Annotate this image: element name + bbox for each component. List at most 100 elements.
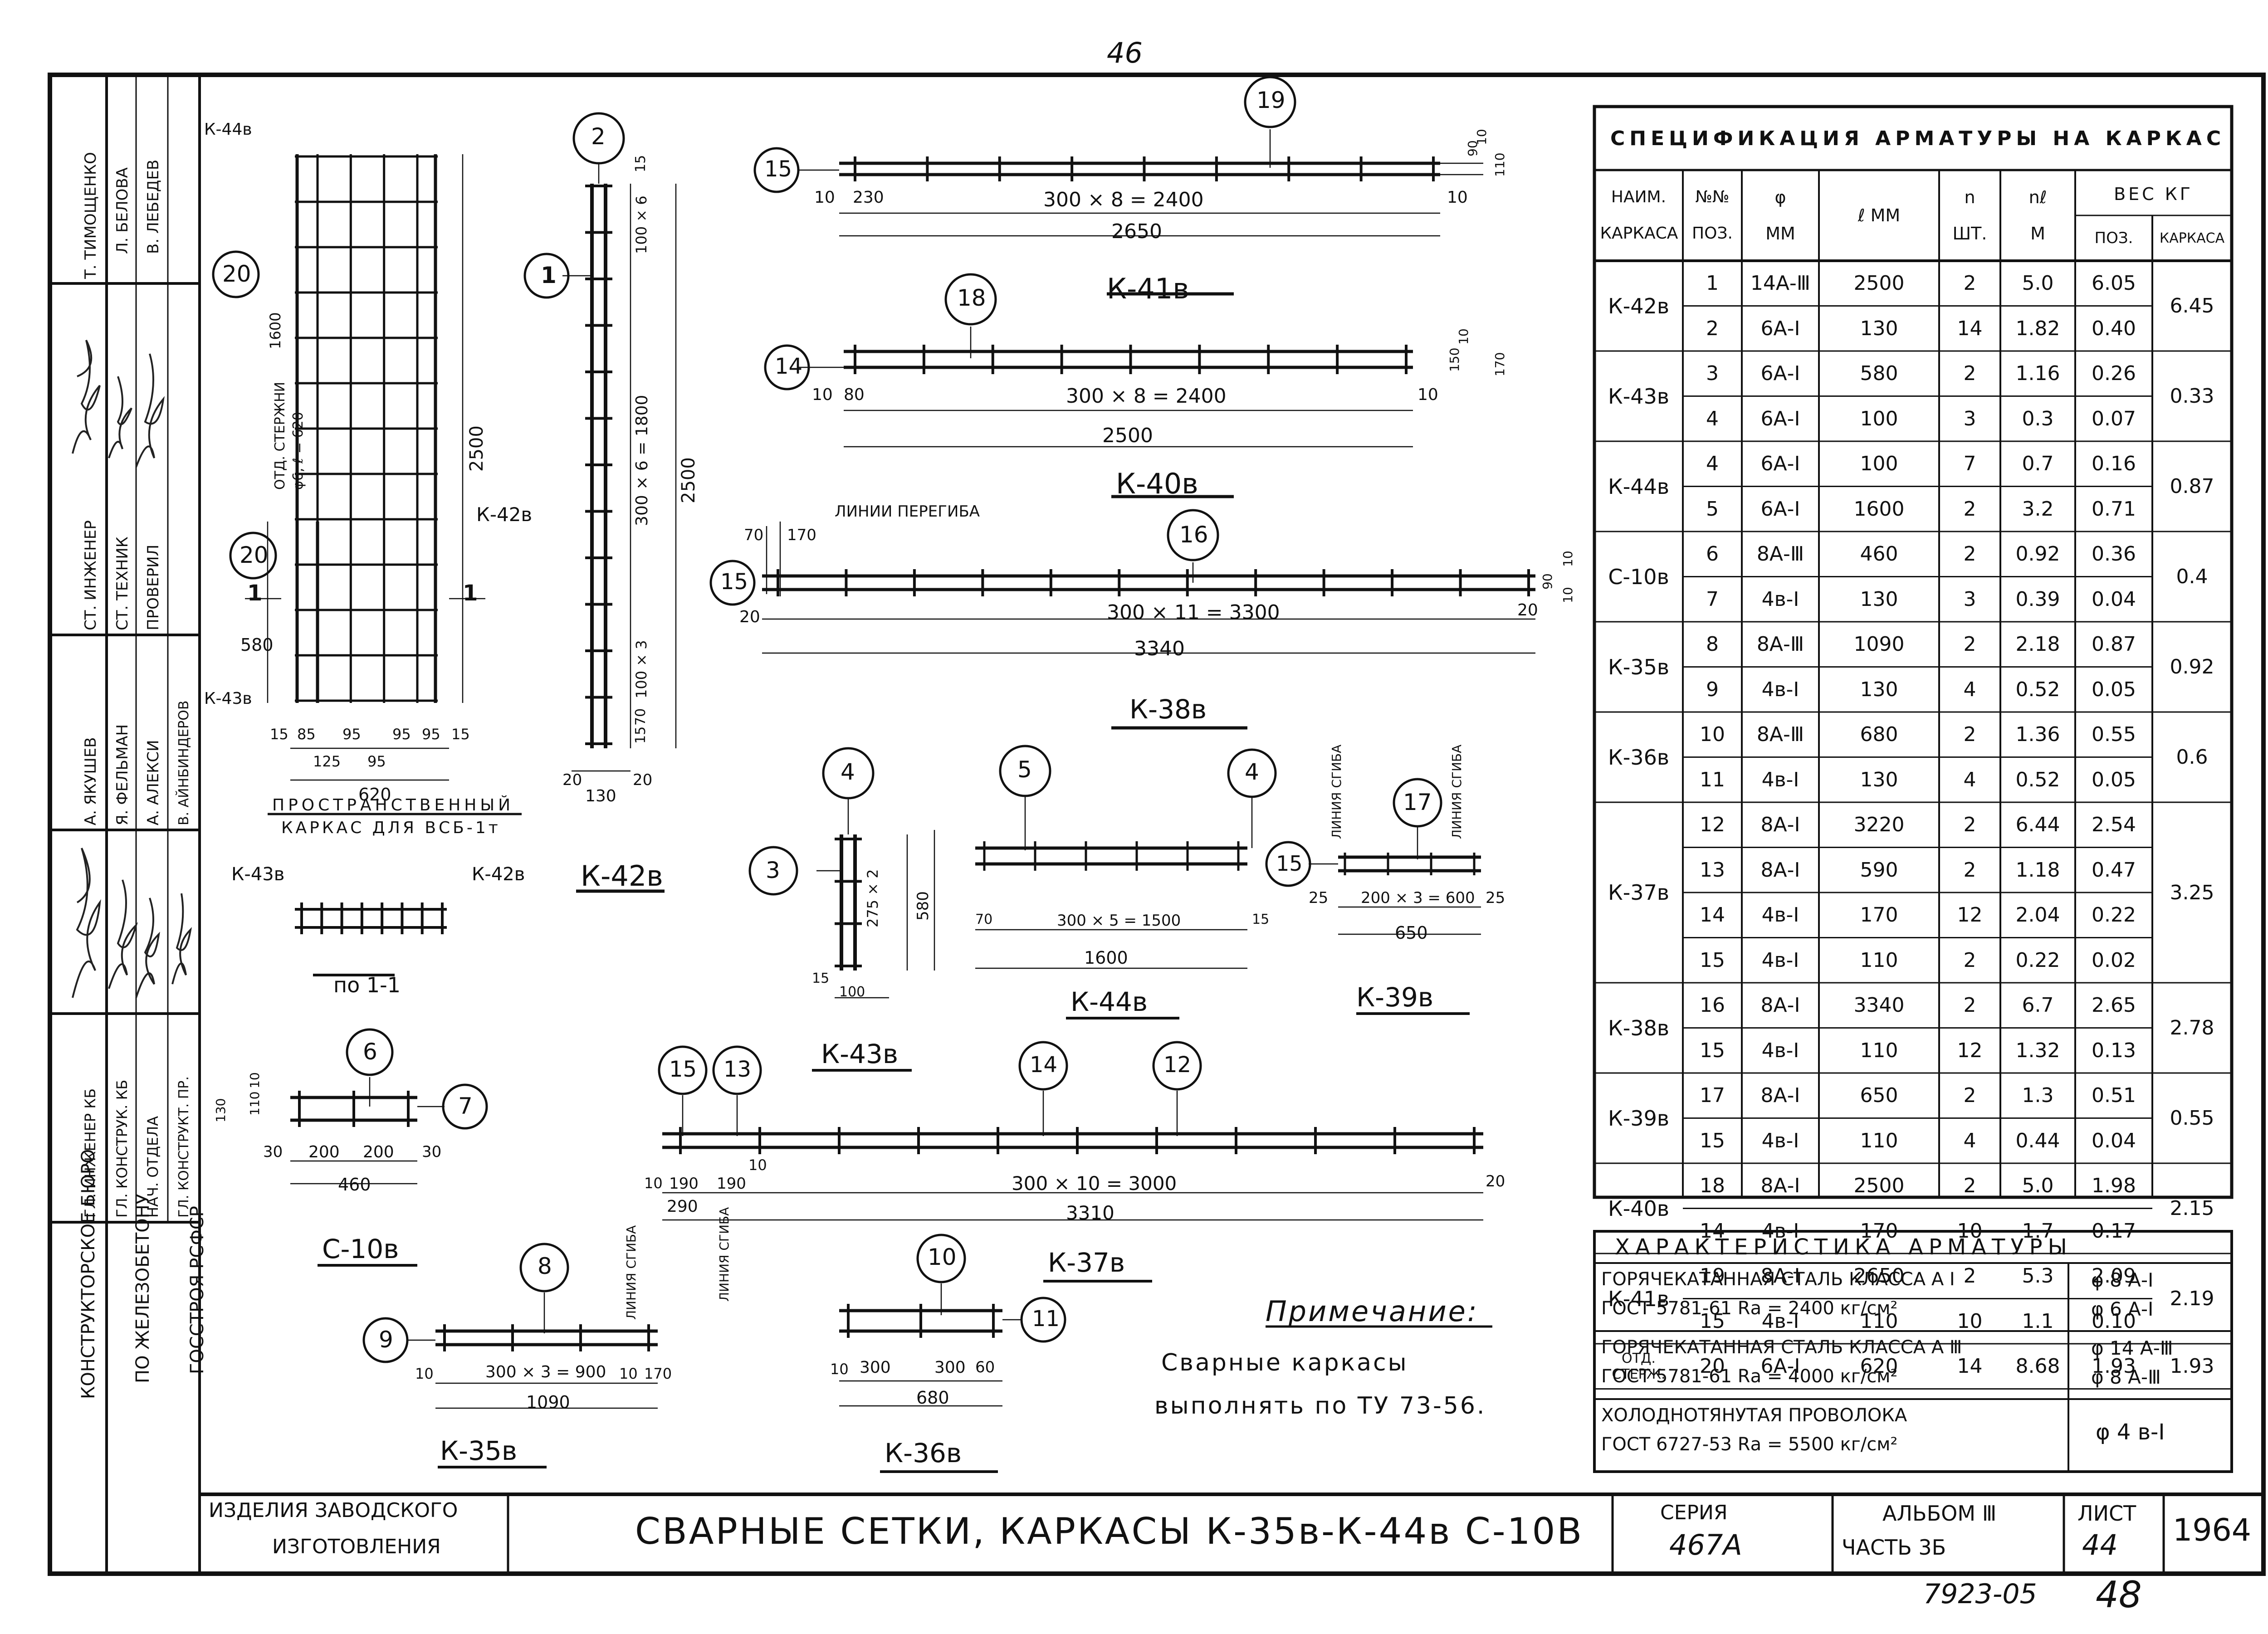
spec-cell: 6А-Ⅰ <box>1760 1355 1800 1378</box>
spec-header-pos-text: №№ ПОЗ. <box>1692 188 1733 243</box>
spec-cell: 2 <box>1963 1084 1976 1107</box>
spec-cell: 2.04 <box>2015 903 2060 927</box>
spec-group-name: К-38в <box>1608 1015 1669 1040</box>
k37-dim-10a: 10 <box>644 1175 663 1192</box>
k35-label: К-35в <box>440 1435 518 1466</box>
spec-cell: 14 <box>1957 317 1983 340</box>
spec-header-nl: nℓ М <box>2000 175 2075 256</box>
k41-d-right: 10 <box>1447 188 1468 207</box>
spec-cell: 0.92 <box>2015 542 2060 566</box>
name-belova: Л. БЕЛОВА <box>113 167 132 254</box>
spec-cell: 11 <box>1700 768 1725 791</box>
k38-d-left: 20 <box>739 608 760 626</box>
spec-cell: 130 <box>1860 587 1898 611</box>
k39-bend-left: ЛИНИЯ СГИБА <box>1329 744 1344 839</box>
k36-bend: ЛИНИЯ СГИБА <box>717 1207 732 1302</box>
spec-cell: 8А-Ⅲ <box>1756 542 1804 566</box>
spec-cell: 0.52 <box>2015 768 2060 791</box>
spec-cell: 170 <box>1860 1219 1898 1243</box>
k40-h1: 150 <box>1447 347 1462 372</box>
k36-pos-10: 10 <box>928 1244 957 1270</box>
k36-pos-11: 11 <box>1032 1306 1060 1332</box>
spec-group-name: К-36в <box>1608 745 1669 770</box>
spec-cell: 2 <box>1963 858 1976 882</box>
k39-label: К-39в <box>1356 982 1434 1013</box>
k35-dim-main: 300 × 3 = 900 <box>485 1363 606 1381</box>
note-line-1: Сварные каркасы <box>1161 1349 1408 1376</box>
k42-d-20b: 20 <box>633 771 653 789</box>
spec-cell: 0.04 <box>2092 1129 2136 1152</box>
k38-dim-main: 300 × 11 = 3300 <box>1107 601 1280 624</box>
part: ЧАСТЬ 3Б <box>1842 1535 1946 1560</box>
spec-cell: 110 <box>1860 1039 1898 1062</box>
section-left: К-43в <box>231 864 285 885</box>
spec-cell: 0.10 <box>2092 1309 2136 1333</box>
k41-pos-15: 15 <box>764 156 792 182</box>
spec-cell: 0.71 <box>2092 497 2136 521</box>
char-dia-1: φ 14 А-Ⅲ <box>2091 1337 2173 1359</box>
spec-group-name: К-41в <box>1608 1286 1669 1311</box>
spec-group-total: 1.93 <box>2170 1355 2214 1378</box>
spec-cell: 0.3 <box>2022 407 2054 430</box>
spec-cell: 0.26 <box>2092 362 2136 385</box>
spec-cell: 18 <box>1700 1174 1725 1198</box>
spec-cell: 2.09 <box>2092 1264 2136 1288</box>
spec-cell: 1600 <box>1853 497 1905 521</box>
spec-cell: 8А-Ⅰ <box>1760 1084 1800 1107</box>
spec-cell: 2 <box>1706 317 1719 340</box>
spec-cell: 14А-Ⅲ <box>1750 272 1811 295</box>
spec-cell: 15 <box>1700 948 1725 972</box>
spec-group-name: К-35в <box>1608 654 1669 679</box>
spec-cell: 5.0 <box>2022 1174 2054 1198</box>
k40-d-left: 10 <box>812 385 833 404</box>
spec-cell: 4в-Ⅰ <box>1761 768 1799 791</box>
k37-pos-14: 14 <box>1030 1052 1058 1078</box>
k39-pos-17: 17 <box>1403 789 1432 815</box>
k40-dim-main: 300 × 8 = 2400 <box>1066 385 1227 408</box>
spec-cell: 650 <box>1860 1084 1898 1107</box>
k41-pos-19: 19 <box>1256 87 1286 113</box>
spec-cell: 2 <box>1963 1264 1976 1288</box>
spec-cell: 15 <box>1700 1039 1725 1062</box>
spec-cell: 3 <box>1963 587 1976 611</box>
k42-pos-2: 2 <box>591 123 606 150</box>
spec-cell: 0.22 <box>2015 948 2060 972</box>
frame-pos-20-mid: 20 <box>240 542 269 568</box>
k44-pos-5: 5 <box>1017 756 1032 783</box>
k38-pos-16: 16 <box>1179 522 1208 548</box>
frame-note-1: ОТД. СТЕРЖНИ <box>272 381 288 490</box>
spec-cell: 130 <box>1860 768 1898 791</box>
spec-cell: 3.2 <box>2022 497 2054 521</box>
k43-d-15: 15 <box>812 971 830 986</box>
spec-cell: 20 <box>1700 1355 1725 1378</box>
spec-cell: 5.0 <box>2022 272 2054 295</box>
spec-cell: 4в-Ⅰ <box>1761 1219 1799 1243</box>
role-gl-konstrukt-pr: ГЛ. КОНСТРУКТ. ПР. <box>176 1076 192 1218</box>
c10-pos-7: 7 <box>458 1093 473 1119</box>
frame-dim-95b: 95 <box>392 726 411 743</box>
spec-header-nl-text: nℓ М <box>2028 187 2047 244</box>
spec-cell: 2.18 <box>2015 633 2060 656</box>
spec-cell: 4 <box>1963 678 1976 701</box>
k36-dim-total: 680 <box>916 1388 949 1408</box>
k35-d-170: 170 <box>644 1365 672 1382</box>
spec-group-total: 0.87 <box>2170 475 2214 498</box>
k40-pos-18: 18 <box>957 285 986 311</box>
role-gl-konstruk: ГЛ. КОНСТРУК. КБ <box>113 1079 131 1218</box>
frame-dim-15b: 15 <box>451 726 470 743</box>
spec-cell: 680 <box>1860 723 1898 746</box>
frame-dim-95c: 95 <box>422 726 440 743</box>
spec-cell: 0.52 <box>2015 678 2060 701</box>
spec-header-dia-text: φ ММ <box>1765 187 1795 244</box>
spec-cell: 8А-Ⅲ <box>1756 633 1804 656</box>
spec-cell: 8А-Ⅰ <box>1760 813 1800 837</box>
spec-cell: 14 <box>1700 1219 1725 1243</box>
spec-header-len-text: ℓ ММ <box>1857 205 1901 225</box>
stamp-number: 7923-05 <box>1923 1578 2037 1610</box>
k36-d-b: 300 <box>934 1358 966 1377</box>
k36-d-10: 10 <box>830 1361 849 1378</box>
spec-cell: 2 <box>1963 994 1976 1017</box>
frame-d2500: 2500 <box>466 425 487 472</box>
spec-cell: 0.51 <box>2092 1084 2136 1107</box>
k42-d-d: 15 <box>633 726 649 744</box>
